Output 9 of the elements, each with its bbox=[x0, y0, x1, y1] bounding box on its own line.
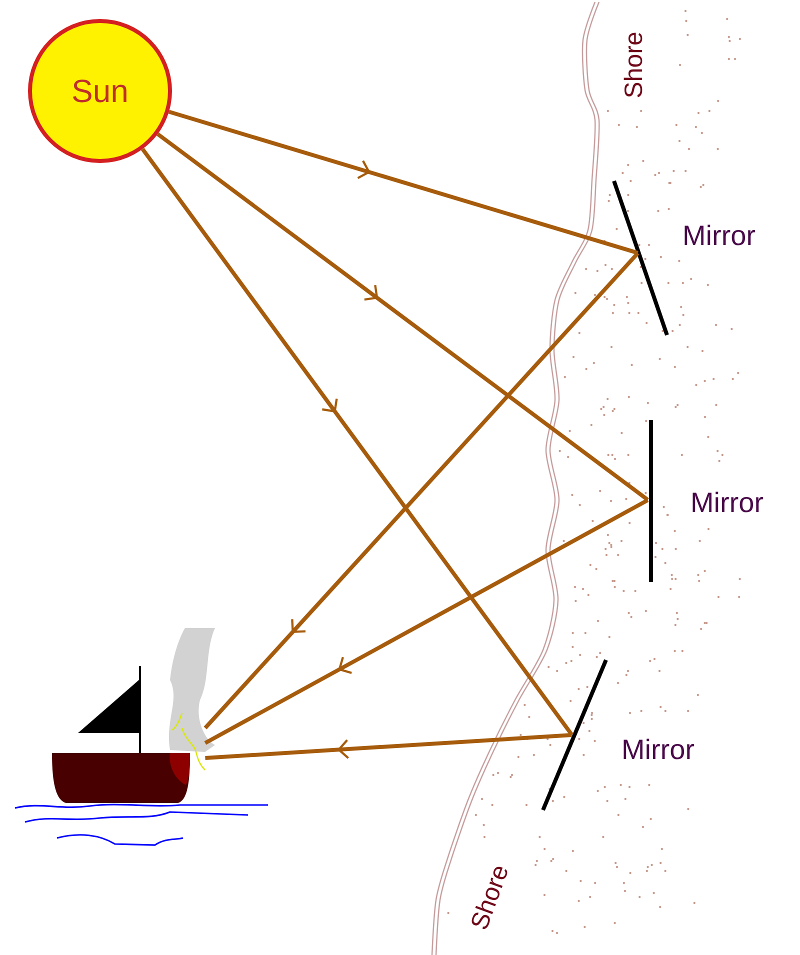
mirror-label: Mirror bbox=[684, 224, 756, 246]
mirror bbox=[649, 420, 653, 582]
boat-drawing bbox=[14, 628, 268, 846]
mirror-label: Mirror bbox=[624, 738, 694, 760]
shore-label: Shore bbox=[624, 32, 642, 98]
mirror bbox=[612, 180, 669, 336]
shore-label: Shore bbox=[472, 866, 508, 929]
mirror bbox=[541, 659, 608, 811]
mirror-label: Mirror bbox=[692, 492, 764, 512]
